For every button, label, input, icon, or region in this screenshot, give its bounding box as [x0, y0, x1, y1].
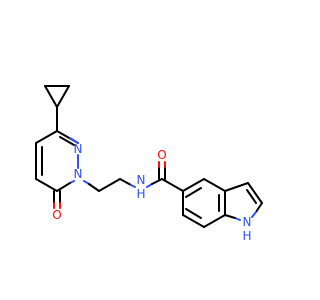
bond-ch2-ch2 [98, 178, 121, 192]
bond-c4-c3 [35, 130, 58, 144]
bond-c3-c2 [247, 182, 263, 204]
bond-n1-ch2-b [88, 183, 100, 192]
amide-group [146, 161, 184, 192]
atom-label-o-pyridazinone: O [52, 208, 61, 222]
atom-label-o-amide: O [157, 148, 166, 162]
bond-c2-n1-b [251, 211, 257, 218]
pyridazinone-ring [35, 130, 79, 209]
bond-nh-co-b [151, 178, 163, 185]
cyclopropyl-group [44, 85, 70, 132]
bond-c3-c2-inner [246, 189, 257, 204]
bond-c6-c5 [35, 178, 58, 192]
bond-cyclopropyl-a [44, 85, 58, 108]
bond-c4i-c3a [203, 178, 226, 192]
indole-pyrrole-ring [224, 182, 263, 221]
bond-n1-c6-b [56, 182, 71, 192]
atom-label-n-amide: N [137, 173, 146, 187]
bond-c3-n2-half [69, 137, 79, 144]
atom-labels: N N O N H O N H [52, 142, 251, 243]
atom-label-n-pyridazine-1: N [74, 167, 83, 181]
bond-c7-c6-inner [185, 208, 202, 219]
bond-c7-c6 [182, 214, 205, 228]
bond-c3a-c3 [224, 182, 249, 192]
indole-benzene-ring [182, 178, 226, 228]
bond-n1-c7a-b [224, 214, 236, 219]
bond-c7a-c7 [203, 214, 226, 228]
bond-ch2-nh-a [119, 178, 132, 186]
molecule-structure: N N O N H O N H [35, 85, 263, 243]
bond-cyclopropyl-b [56, 85, 70, 108]
bond-c2-n1-a [255, 202, 263, 213]
bond-c5-c4i-inner [185, 187, 202, 198]
atom-label-n-pyridazine-2: N [74, 142, 83, 156]
atom-label-h-indole: H [242, 229, 251, 243]
bond-ch2-nh-b [130, 184, 136, 188]
ethyl-linker [83, 178, 136, 192]
bond-co-aryl [161, 178, 184, 192]
atom-label-n-indole: N [243, 215, 252, 229]
bond-c3-n2-inner [59, 136, 75, 146]
atom-label-h-amide: H [136, 187, 145, 201]
bond-c5-c4i [182, 178, 205, 192]
